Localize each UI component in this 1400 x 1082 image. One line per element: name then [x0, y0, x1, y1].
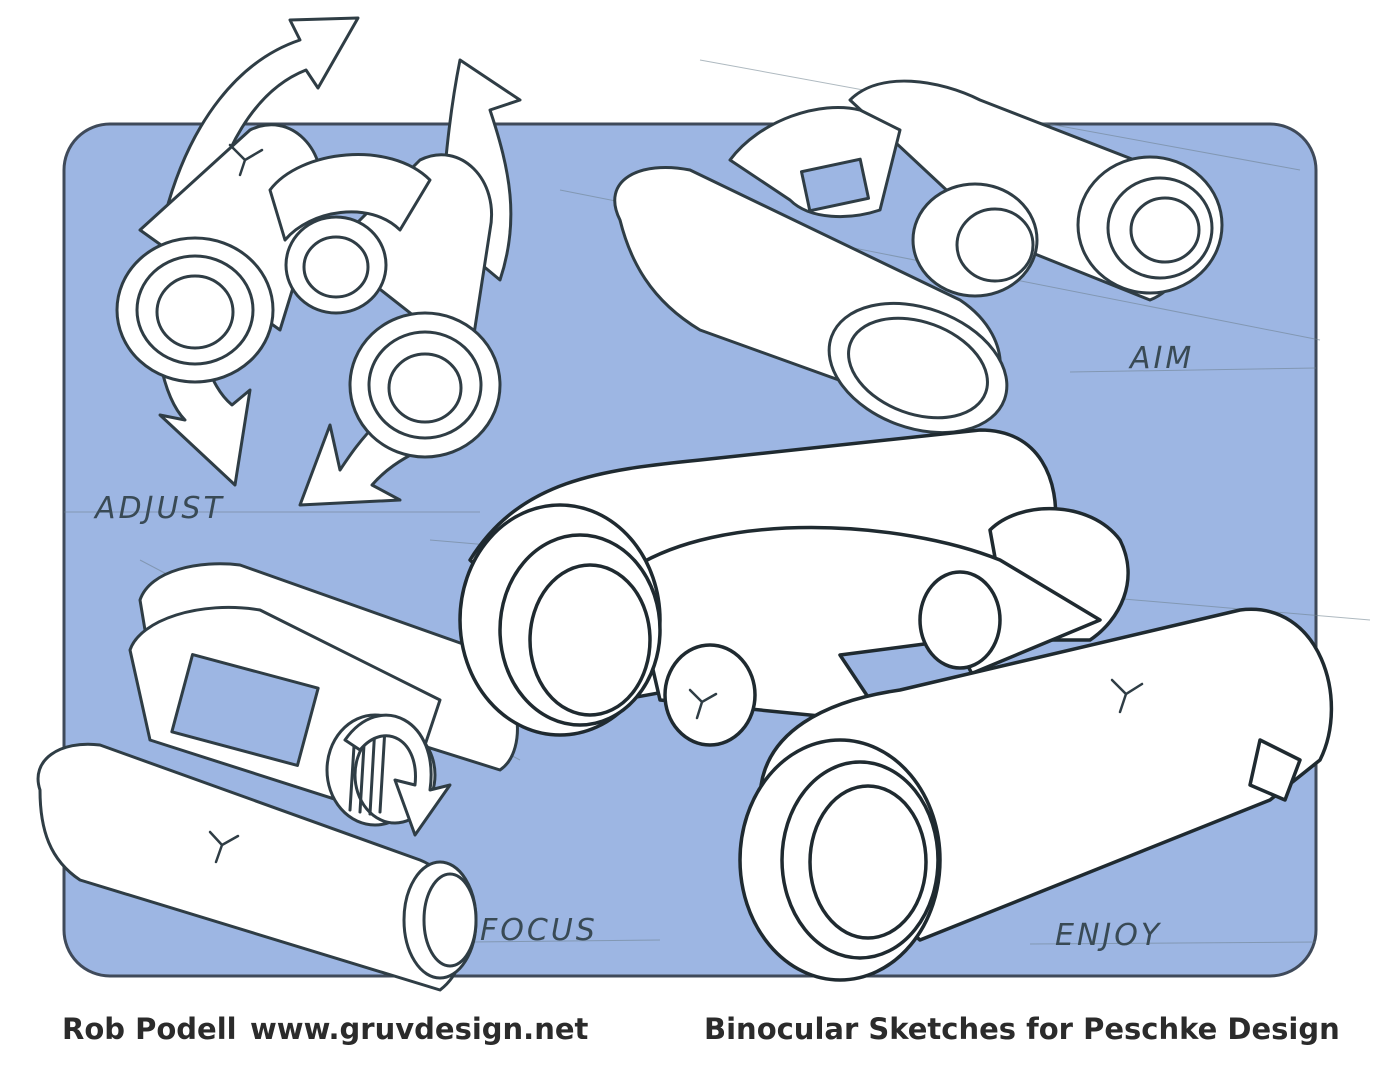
label-aim: AIM: [1128, 341, 1194, 376]
binocular-sketch-focus: [36, 562, 519, 992]
bird-logo-icon: [228, 143, 264, 177]
binocular-sketch-adjust: [115, 16, 522, 507]
project-title: Binocular Sketches for Peschke Design: [704, 1012, 1340, 1046]
website-link[interactable]: www.gruvdesign.net: [250, 1012, 589, 1046]
bird-logo-icon: [688, 688, 718, 720]
label-focus: FOCUS: [480, 913, 598, 948]
rotate-arrow-icon: [343, 713, 452, 837]
bird-logo-icon: [208, 830, 240, 864]
bird-logo-icon: [1110, 678, 1144, 714]
label-adjust: ADJUST: [93, 491, 225, 526]
binocular-sketch-enjoy: [458, 428, 1334, 982]
label-enjoy: ENJOY: [1055, 918, 1162, 953]
author-name: Rob Podell: [62, 1012, 237, 1046]
binocular-sketch-aim: [613, 79, 1224, 435]
